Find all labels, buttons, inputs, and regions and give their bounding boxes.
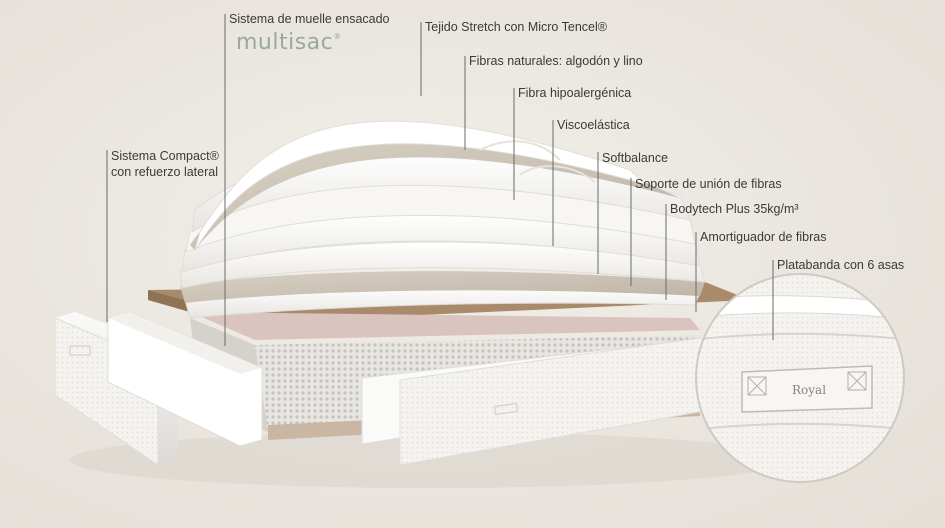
zoom-tag-corner-left bbox=[747, 376, 767, 396]
zoom-tag-corner-right-x bbox=[847, 371, 867, 391]
platabanda-front-tag bbox=[493, 402, 519, 416]
zoom-tag-corner-right bbox=[847, 371, 867, 391]
compact-left-tag bbox=[69, 345, 91, 356]
brand-name: multisac bbox=[236, 30, 334, 55]
zoom-band-top bbox=[696, 295, 904, 321]
zoom-circle-ring bbox=[695, 273, 905, 483]
label-amortiguador: Amortiguador de fibras bbox=[700, 230, 827, 244]
layer-fibras-naturales bbox=[190, 142, 680, 250]
label-softbalance: Softbalance bbox=[602, 151, 669, 165]
tejido-pattern bbox=[479, 140, 596, 183]
layer-soporte bbox=[179, 241, 706, 289]
label-tejido: Tejido Stretch con Micro Tencel® bbox=[425, 20, 607, 34]
label-muelle: Sistema de muelle ensacado bbox=[229, 12, 390, 26]
spring-pad bbox=[190, 312, 700, 340]
compact-left-inner-top bbox=[108, 312, 262, 374]
layer-tejido bbox=[194, 120, 646, 251]
label-hipoalergenica: Fibra hipoalergénica bbox=[518, 86, 632, 100]
label-visco: Viscoelástica bbox=[557, 118, 630, 132]
label-bodytech: Bodytech Plus 35kg/m³ bbox=[670, 202, 799, 216]
layer-bodytech bbox=[180, 271, 705, 303]
zoom-tag-text: Royal bbox=[792, 383, 826, 397]
zoom-band-seam bbox=[696, 332, 904, 341]
label-compact-line1: Sistema Compact® bbox=[111, 149, 219, 163]
label-soporte: Soporte de unión de fibras bbox=[635, 177, 782, 191]
label-compact-line2: con refuerzo lateral bbox=[111, 165, 219, 179]
zoom-tag-corner-left-x bbox=[747, 376, 767, 396]
zoom-tag bbox=[741, 365, 873, 413]
label-fibras-naturales: Fibras naturales: algodón y lino bbox=[469, 54, 643, 68]
label-platabanda: Platabanda con 6 asas bbox=[777, 258, 905, 272]
multisac-logo: multisac® bbox=[236, 30, 342, 55]
brand-mark: ® bbox=[333, 32, 342, 41]
